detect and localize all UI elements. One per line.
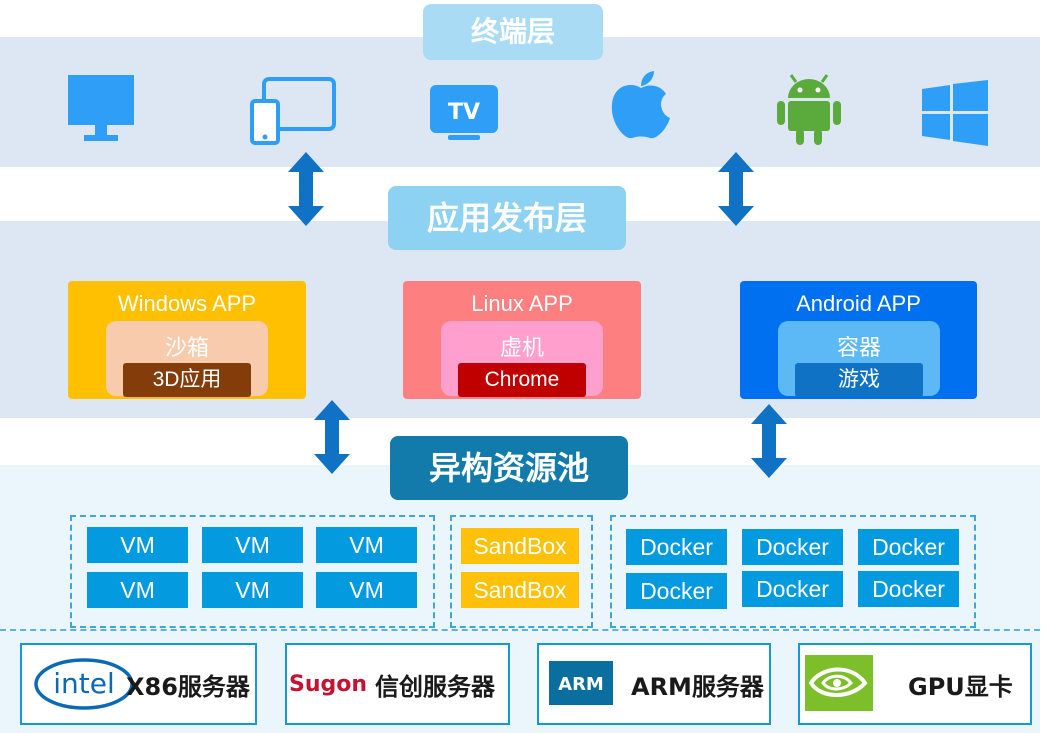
docker-group	[610, 515, 976, 628]
double-arrow-icon	[718, 152, 754, 226]
docker-cell: Docker	[858, 571, 959, 607]
vm-cell: VM	[87, 572, 188, 608]
container-box: 容器 游戏	[778, 321, 940, 397]
sandbox-cell: SandBox	[461, 572, 579, 608]
apple-icon	[611, 71, 670, 139]
sandbox-box: 沙箱 3D应用	[106, 321, 268, 397]
app-title: Android APP	[796, 291, 921, 316]
hardware-label: ARM服务器	[631, 673, 764, 701]
docker-cell: Docker	[626, 573, 727, 609]
sandbox-group	[450, 515, 593, 628]
intel-logo: intel	[34, 658, 134, 710]
x86-server-box: intel X86服务器	[20, 643, 257, 725]
double-arrow-icon	[314, 400, 350, 474]
docker-cell: Docker	[742, 529, 843, 565]
sugon-logo: Sugon	[290, 672, 366, 697]
arm-server-box: ARM ARM服务器	[537, 643, 771, 725]
app-title: Windows APP	[117, 291, 257, 316]
docker-cell: Docker	[742, 571, 843, 607]
vm-cell: VM	[202, 572, 303, 608]
app-tag: Chrome	[458, 363, 586, 397]
nvidia-icon	[805, 655, 873, 711]
app-title: Linux APP	[471, 291, 573, 316]
tv-icon-label: TV	[448, 100, 480, 125]
vm-cell: VM	[202, 527, 303, 563]
double-arrow-icon	[751, 404, 787, 478]
tablet-phone-icon	[250, 77, 336, 145]
vm-cell: VM	[87, 527, 188, 563]
inner-label: 沙箱	[164, 335, 209, 360]
app-tag: 游戏	[795, 363, 923, 397]
inner-label: 虚机	[499, 335, 544, 360]
tv-icon: TV	[430, 85, 498, 140]
sandbox-cell: SandBox	[461, 528, 579, 564]
hardware-label: 信创服务器	[375, 673, 495, 701]
svg-text:Sugon: Sugon	[290, 672, 366, 697]
hardware-label: GPU显卡	[908, 673, 1013, 701]
vm-cell: VM	[316, 572, 417, 608]
terminal-layer-title: 终端层	[423, 4, 603, 60]
linux-app-card: Linux APP 虚机 Chrome	[403, 281, 641, 399]
desktop-monitor-icon	[68, 75, 134, 141]
docker-cell: Docker	[626, 529, 727, 565]
svg-text:ARM: ARM	[558, 674, 604, 695]
svg-text:intel: intel	[53, 667, 115, 700]
docker-cell: Docker	[858, 529, 959, 565]
arm-logo: ARM	[549, 661, 613, 705]
resource-pool-title: 异构资源池	[390, 436, 628, 500]
vm-cell: VM	[316, 527, 417, 563]
app-layer-title: 应用发布层	[388, 186, 626, 250]
android-app-card: Android APP 容器 游戏	[740, 281, 977, 399]
vm-group	[70, 515, 435, 628]
gpu-box: GPU显卡	[798, 643, 1032, 725]
inner-label: 容器	[836, 335, 881, 360]
android-icon	[777, 74, 841, 145]
windows-app-card: Windows APP 沙箱 3D应用	[68, 281, 306, 399]
xinchuang-server-box: Sugon 信创服务器	[285, 643, 510, 725]
windows-icon	[922, 80, 988, 146]
vm-box: 虚机 Chrome	[441, 321, 603, 397]
app-tag: 3D应用	[123, 363, 251, 397]
double-arrow-icon	[288, 152, 324, 226]
hardware-label: X86服务器	[126, 673, 250, 701]
